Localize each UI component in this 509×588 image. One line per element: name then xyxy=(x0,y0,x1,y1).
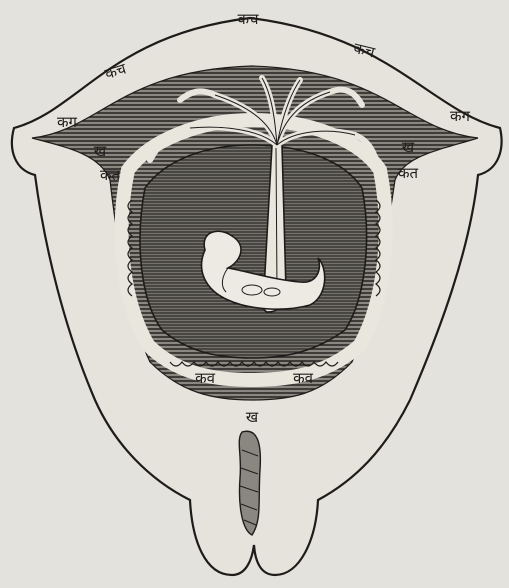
label-bottom-left: कव xyxy=(195,369,216,387)
label-bottom-right: कव xyxy=(293,369,314,387)
label-right-kha: ख xyxy=(402,138,415,156)
label-right-ka: कत xyxy=(398,164,419,182)
label-left-horn: कग xyxy=(57,113,78,131)
label-left-kha: ख xyxy=(94,142,107,160)
amniotic-cavity xyxy=(140,145,366,358)
label-right-horn: कग xyxy=(450,107,471,125)
label-cervix: ख xyxy=(246,408,259,426)
label-left-ka: कत xyxy=(100,166,121,184)
cervical-plug xyxy=(239,431,260,535)
label-top: कच xyxy=(237,10,259,28)
